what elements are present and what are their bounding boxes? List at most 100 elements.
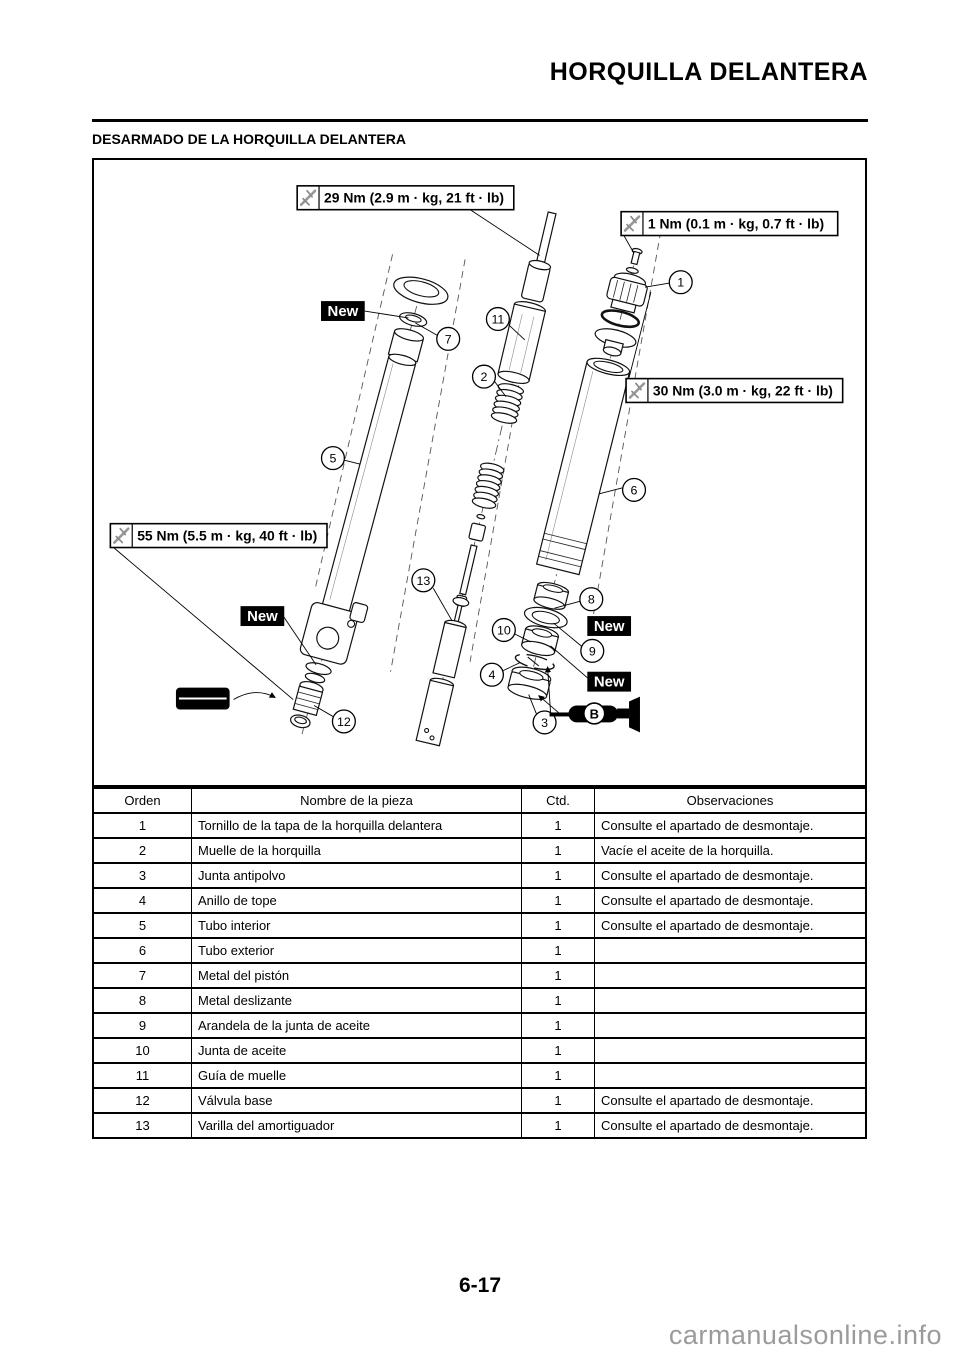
- parts-table: Orden Nombre de la pieza Ctd. Observacio…: [92, 787, 867, 1139]
- cell-orden: 8: [92, 987, 192, 1014]
- svg-text:4: 4: [488, 668, 495, 682]
- torque-value: 29 Nm (2.9 m · kg, 21 ft · lb): [324, 190, 504, 206]
- cell-obs: Consulte el apartado de desmontaje.: [594, 887, 867, 914]
- callout-10: 10: [491, 617, 516, 643]
- new-part-label: New: [321, 301, 365, 321]
- cell-orden: 6: [92, 937, 192, 964]
- fork-diagram-svg: 29 Nm (2.9 m · kg, 21 ft · lb) 1 Nm (0.1…: [109, 185, 844, 747]
- torque-wrench-icon: [623, 215, 641, 232]
- cell-orden: 4: [92, 887, 192, 914]
- cell-obs: Consulte el apartado de desmontaje.: [594, 1087, 867, 1114]
- cell-obs: [594, 1037, 867, 1064]
- svg-text:7: 7: [445, 332, 452, 346]
- cell-obs: Consulte el apartado de desmontaje.: [594, 1112, 867, 1139]
- cell-nombre: Junta de aceite: [191, 1037, 522, 1064]
- cell-ctd: 1: [521, 1062, 595, 1089]
- cell-obs: Consulte el apartado de desmontaje.: [594, 812, 867, 839]
- cell-nombre: Tubo exterior: [191, 937, 522, 964]
- cell-ctd: 1: [521, 1087, 595, 1114]
- cell-nombre: Válvula base: [191, 1087, 522, 1114]
- grease-gun-icon: B: [538, 666, 640, 733]
- callout-13: 13: [411, 568, 436, 593]
- cell-obs: Vacíe el aceite de la horquilla.: [594, 837, 867, 864]
- cell-ctd: 1: [521, 837, 595, 864]
- svg-text:1: 1: [677, 276, 684, 290]
- cell-orden: 9: [92, 1012, 192, 1039]
- cell-ctd: 1: [521, 1112, 595, 1139]
- cell-nombre: Tubo interior: [191, 912, 522, 939]
- torque-wrench-icon: [113, 527, 130, 544]
- inner-tube-assembly: [289, 276, 449, 735]
- cell-obs: Consulte el apartado de desmontaje.: [594, 912, 867, 939]
- svg-text:12: 12: [337, 715, 351, 729]
- cell-orden: 10: [92, 1037, 192, 1064]
- cell-ctd: 1: [521, 937, 595, 964]
- cell-ctd: 1: [521, 1012, 595, 1039]
- callout-4: 4: [479, 662, 504, 687]
- cell-orden: 3: [92, 862, 192, 889]
- new-part-label: New: [587, 671, 632, 692]
- torque-label-screw: 1 Nm (0.1 m · kg, 0.7 ft · lb): [620, 210, 839, 237]
- svg-text:10: 10: [497, 623, 511, 637]
- cell-ctd: 1: [521, 962, 595, 989]
- section-subtitle: DESARMADO DE LA HORQUILLA DELANTERA: [92, 131, 406, 147]
- cell-obs: Consulte el apartado de desmontaje.: [594, 862, 867, 889]
- cell-ctd: 1: [521, 912, 595, 939]
- svg-text:6: 6: [631, 483, 638, 497]
- svg-text:New: New: [328, 304, 359, 320]
- cell-orden: 11: [92, 1062, 192, 1089]
- cell-obs: [594, 962, 867, 989]
- page-number: 6-17: [458, 1274, 502, 1297]
- svg-text:9: 9: [589, 644, 596, 658]
- cell-nombre: Anillo de tope: [191, 887, 522, 914]
- svg-text:New: New: [247, 609, 278, 625]
- cell-nombre: Metal del pistón: [191, 962, 522, 989]
- cell-orden: 7: [92, 962, 192, 989]
- parts-table-header-row: Orden Nombre de la pieza Ctd. Observacio…: [92, 787, 867, 814]
- page-title: HORQUILLA DELANTERA: [549, 58, 868, 86]
- new-part-label: New: [240, 606, 285, 627]
- cell-orden: 12: [92, 1087, 192, 1114]
- cell-nombre: Guía de muelle: [191, 1062, 522, 1089]
- torque-wrench-icon: [628, 382, 646, 399]
- cell-orden: 2: [92, 837, 192, 864]
- cell-obs: [594, 987, 867, 1014]
- new-part-label: New: [587, 616, 632, 636]
- callout-7: 7: [436, 326, 461, 351]
- svg-text:5: 5: [329, 452, 336, 466]
- svg-text:13: 13: [416, 574, 430, 588]
- torque-label-cap: 29 Nm (2.9 m · kg, 21 ft · lb): [296, 185, 515, 211]
- cell-nombre: Junta antipolvo: [191, 862, 522, 889]
- cell-nombre: Arandela de la junta de aceite: [191, 1012, 522, 1039]
- torque-wrench-icon: [299, 189, 317, 207]
- cell-ctd: 1: [521, 812, 595, 839]
- callout-1: 1: [668, 270, 693, 295]
- torque-label-bolt: 30 Nm (3.0 m · kg, 22 ft · lb): [625, 377, 844, 404]
- watermark: carmanualsonline.info: [668, 1320, 942, 1350]
- callout-6: 6: [621, 477, 647, 502]
- cell-obs: [594, 1012, 867, 1039]
- cell-orden: 1: [92, 812, 192, 839]
- outer-tube-assembly: [507, 247, 648, 700]
- cell-obs: [594, 937, 867, 964]
- cell-nombre: Metal deslizante: [191, 987, 522, 1014]
- leader-lines: [112, 209, 669, 717]
- damper-holder-tool-icon: [175, 687, 276, 710]
- torque-value: 55 Nm (5.5 m · kg, 40 ft · lb): [137, 528, 317, 544]
- col-header-ctd: Ctd.: [521, 787, 595, 814]
- callout-11: 11: [485, 306, 510, 332]
- cell-nombre: Muelle de la horquilla: [191, 837, 522, 864]
- cell-obs: [594, 1062, 867, 1089]
- callout-3: 3: [532, 710, 557, 735]
